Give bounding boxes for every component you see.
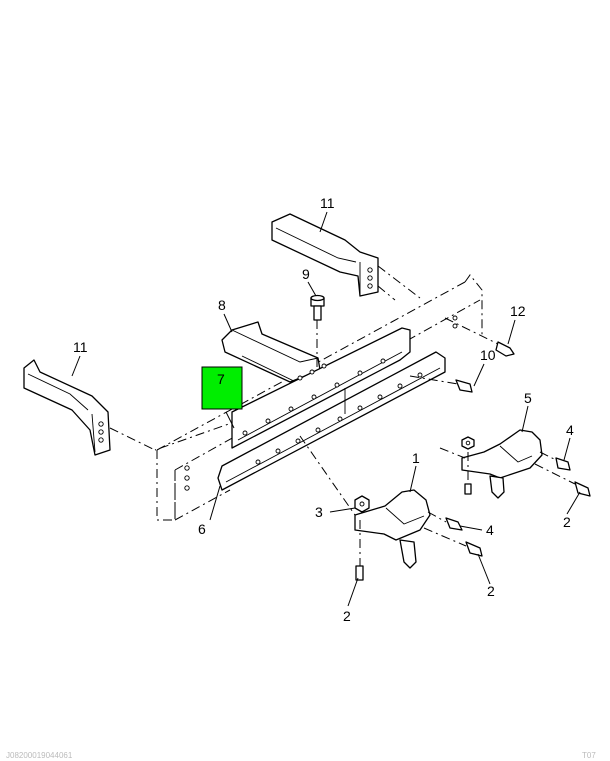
callout-4-lower[interactable]: 4 — [486, 522, 494, 538]
callout-11-upper[interactable]: 11 — [320, 195, 335, 211]
callout-12[interactable]: 12 — [510, 303, 526, 319]
part-7-bolt — [310, 294, 325, 368]
part-12-bolt — [444, 317, 515, 357]
leader-lines — [71, 211, 581, 607]
part-9-reinforcement — [231, 327, 411, 449]
part-11-left-bracket — [23, 359, 156, 456]
part-11-upper-bracket — [271, 213, 421, 301]
footer-code-right: T07 — [582, 751, 596, 760]
callout-2-bottom[interactable]: 2 — [343, 608, 351, 624]
callout-6[interactable]: 8 — [218, 297, 226, 313]
part-1-spring-bracket — [299, 435, 483, 581]
part-5-spring-bracket — [439, 429, 591, 499]
callout-11-left[interactable]: 11 — [73, 339, 88, 355]
callout-7[interactable]: 9 — [302, 266, 310, 282]
callout-2-right-lower[interactable]: 2 — [487, 583, 495, 599]
part-8-bolt — [409, 375, 473, 393]
callout-3[interactable]: 3 — [315, 504, 323, 520]
callout-9[interactable]: 7 — [217, 371, 225, 387]
callout-10[interactable]: 6 — [198, 521, 206, 537]
footer-code-left: J08200019044061 — [6, 751, 73, 760]
callout-1[interactable]: 1 — [412, 450, 420, 466]
callout-2-right-upper[interactable]: 2 — [563, 514, 571, 530]
callout-4-upper[interactable]: 4 — [566, 422, 574, 438]
callout-8[interactable]: 10 — [480, 347, 496, 363]
part-10-lower-channel — [217, 351, 446, 491]
callout-5[interactable]: 5 — [524, 390, 532, 406]
part-6-crossmember — [221, 321, 321, 385]
callout-9-highlight[interactable] — [201, 366, 243, 410]
